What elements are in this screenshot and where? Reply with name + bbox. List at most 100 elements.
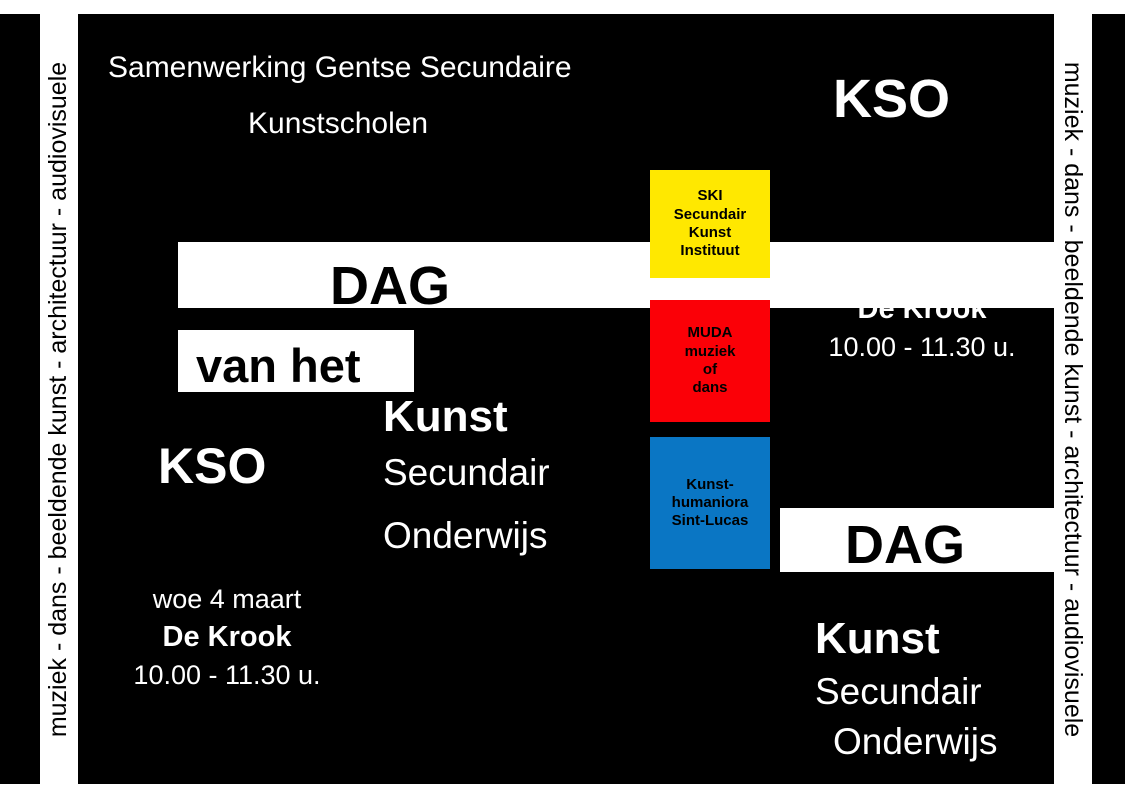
- barcode-module: [500, 652, 540, 678]
- school-block-sint-lucas[interactable]: Kunst- humaniora Sint-Lucas: [650, 437, 770, 569]
- barcode-module: [88, 172, 178, 200]
- school-line: Sint-Lucas: [671, 512, 749, 530]
- barcode-module: [960, 36, 1085, 58]
- event-details-left: woe 4 maart De Krook 10.00 - 11.30 u.: [113, 586, 341, 699]
- barcode-module: [440, 594, 466, 622]
- barcode-module: [88, 436, 110, 472]
- barcode-module: [770, 200, 1085, 234]
- barcode-module: [400, 704, 460, 730]
- side-strip-left: muziek - dans - beeldende kunst - archit…: [40, 14, 78, 784]
- school-block-muda[interactable]: MUDA muziek of dans: [650, 300, 770, 422]
- barcode-module: [88, 422, 1085, 436]
- barcode-module: [760, 730, 1085, 756]
- barcode-module: [358, 436, 384, 472]
- barcode-module: [344, 622, 414, 652]
- barcode-module: [880, 472, 1085, 508]
- barcode-module: [418, 350, 458, 422]
- barcode-module: [178, 118, 898, 144]
- barcode-module: [440, 678, 466, 704]
- school-line: Kunst: [688, 224, 732, 241]
- barcode-module: [88, 652, 110, 678]
- barcode-module: [816, 652, 1085, 678]
- event-details-right: woe 4 maart De Krook 10.00 - 11.30 u.: [812, 258, 1032, 371]
- barcode-module: [480, 704, 520, 730]
- side-strip-label: muziek - dans - beeldende kunst - archit…: [44, 61, 73, 737]
- plate-dag-right: [780, 508, 1085, 572]
- event-date: woe 4 maart: [847, 256, 997, 286]
- barcode-module: [648, 704, 1085, 730]
- barcode-module: [648, 594, 808, 622]
- barcode-module: [88, 316, 178, 350]
- barcode-module: [648, 678, 808, 704]
- barcode-module: [88, 36, 958, 58]
- barcode-module: [88, 256, 178, 316]
- school-line: MUDA: [687, 324, 733, 342]
- barcode-module: [88, 594, 110, 622]
- barcode-module: [18, 40, 40, 784]
- barcode-module: [510, 200, 572, 234]
- barcode-module: [88, 678, 110, 704]
- barcode-module: [88, 234, 178, 256]
- side-strip-right: muziek - dans - beeldende kunst - archit…: [1054, 14, 1092, 784]
- barcode-module: [790, 62, 836, 90]
- barcode-module: [600, 350, 640, 422]
- barcode-module: [770, 350, 810, 422]
- school-line: humaniora: [671, 493, 749, 511]
- barcode-module: [770, 172, 786, 200]
- barcode-module: [88, 200, 178, 234]
- barcode-module: [386, 172, 448, 200]
- barcode-module: [88, 508, 110, 530]
- school-line: Instituut: [680, 242, 740, 260]
- barcode-module: [88, 704, 328, 730]
- headline-dag-right: DAG: [845, 515, 965, 575]
- barcode-module: [88, 472, 110, 508]
- barcode-module: [500, 594, 540, 622]
- event-time: 10.00 - 11.30 u.: [828, 332, 1016, 362]
- barcode-module: [648, 652, 808, 678]
- barcode-module: [500, 678, 540, 704]
- barcode-module: [464, 530, 506, 580]
- barcode-module: [830, 172, 1085, 200]
- barcode-module: [760, 146, 786, 172]
- school-line: SKI: [697, 187, 723, 205]
- barcode-module: [386, 200, 448, 234]
- barcode-module: [440, 652, 466, 678]
- barcode-module: [770, 316, 810, 350]
- barcode-module: [510, 146, 572, 172]
- barcode-module: [88, 530, 110, 580]
- barcode-module: [600, 508, 640, 530]
- event-time: 10.00 - 11.30 u.: [133, 660, 321, 690]
- school-line: dans: [692, 379, 728, 397]
- barcode-module: [88, 92, 1085, 116]
- headline-van-het: van het: [196, 339, 361, 392]
- barcode-module: [18, 14, 1107, 26]
- barcode-module: [580, 652, 606, 678]
- barcode-module: [580, 678, 606, 704]
- barcode-module: [88, 580, 1085, 594]
- barcode-module: [344, 652, 414, 678]
- headline-onderwijs-left: Onderwijs: [383, 515, 548, 556]
- barcode-module: [816, 594, 1006, 622]
- barcode-module: [600, 472, 618, 508]
- barcode-module: [316, 146, 342, 172]
- school-block-ski[interactable]: SKI Secundair Kunst Instituut: [650, 170, 770, 278]
- barcode-module: [500, 622, 540, 652]
- barcode-module: [212, 530, 254, 580]
- plate-van-het: [178, 330, 414, 392]
- school-line: of: [702, 361, 718, 378]
- barcode-module: [88, 62, 110, 90]
- barcode-module: [560, 704, 600, 730]
- barcode-module: [600, 172, 640, 200]
- barcode-module: [386, 146, 448, 172]
- barcode-module: [600, 200, 640, 234]
- barcode-module: [380, 530, 422, 580]
- plate-dag-left: [178, 242, 1085, 308]
- barcode-module: [548, 530, 590, 580]
- event-venue: De Krook: [857, 293, 987, 325]
- barcode-module: [510, 172, 572, 200]
- barcode-module: [648, 622, 808, 652]
- barcode-module: [316, 200, 342, 234]
- barcode-module: [600, 146, 700, 172]
